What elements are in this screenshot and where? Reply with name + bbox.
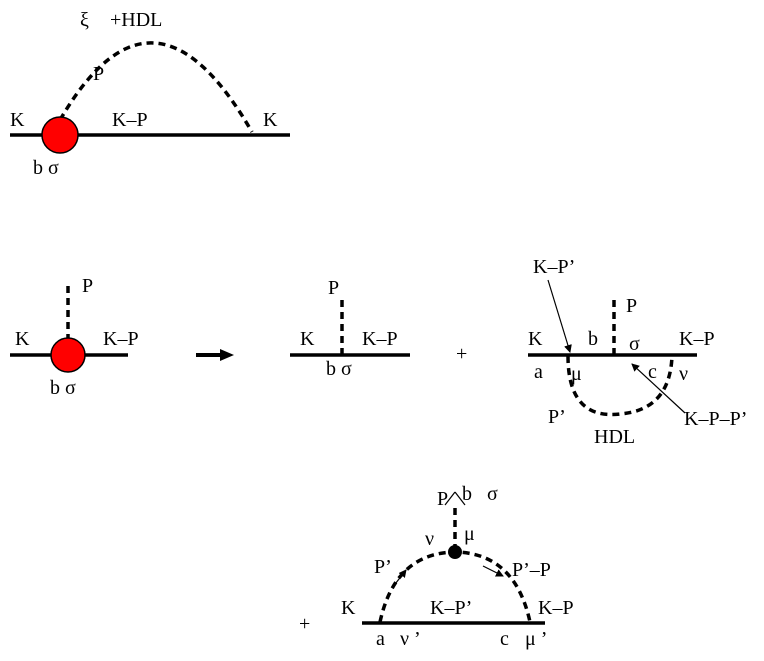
xi-label: ξ: [80, 9, 89, 31]
sigma-index-label: σ: [487, 483, 498, 505]
gluon-momentum-label: P: [328, 277, 339, 299]
three-gluon-vertex-dot: [448, 545, 462, 559]
gluon-momentum-label: P: [626, 295, 637, 317]
diagram-three-gluon-vertex: + P b σ ν μ P’ P’–P K K–P’ K–P a ν ’ c μ…: [299, 483, 574, 650]
color-index-b-label: b: [588, 328, 598, 350]
mu-prime-index-label: μ ’: [525, 628, 547, 650]
hdl-loop-arc: [566, 355, 674, 417]
mu-index-label: μ: [571, 363, 582, 385]
loop-momentum-label-top: K–P’: [533, 256, 575, 278]
diagram-loop-correction: K–P’ P K b σ K–P a μ c ν P’ HDL K–P–P’: [528, 256, 747, 448]
color-index-c-label: c: [500, 628, 509, 650]
loop-momentum-label-right: K–P–P’: [684, 408, 747, 430]
diagram-bare-vertex: P K K–P b σ: [290, 277, 410, 380]
hdl-label: +HDL: [110, 9, 162, 31]
momentum-arrow-top-right: [454, 491, 466, 506]
color-index-c-label: c: [648, 361, 657, 383]
sigma-index-label: σ: [629, 333, 640, 355]
diagram-self-energy: ξ +HDL P K K–P K b σ: [10, 9, 290, 179]
nu-index-label: ν: [425, 528, 434, 550]
color-index-a-label: a: [534, 361, 543, 383]
right-momentum-label: K: [263, 109, 278, 131]
right-momentum-label: K–P: [362, 328, 398, 350]
plus-sign: +: [456, 343, 467, 365]
right-momentum-label: K–P: [103, 328, 139, 350]
loop-gluon-momentum-label: P’: [374, 556, 392, 578]
momentum-arrow-left: [391, 569, 407, 589]
plus-sign: +: [299, 613, 310, 635]
left-momentum-label: K: [10, 109, 25, 131]
diagram-lhs-vertex: P K K–P b σ: [10, 275, 139, 399]
left-momentum-label: K: [15, 328, 30, 350]
right-momentum-label: K–P: [538, 597, 574, 619]
color-index-a-label: a: [376, 628, 385, 650]
left-momentum-label: K: [341, 597, 356, 619]
momentum-arrow-top: [547, 279, 572, 353]
vertex-index-label: b σ: [33, 157, 59, 179]
color-index-b-label: b: [462, 483, 472, 505]
gluon-loop-arc: [58, 41, 254, 133]
middle-momentum-label: K–P: [112, 109, 148, 131]
loop-gluon-momentum-label: P’: [548, 406, 566, 428]
gluon-momentum-label: P: [93, 63, 104, 85]
hdl-label: HDL: [594, 426, 635, 448]
vertex-index-label: b σ: [326, 358, 352, 380]
right-momentum-label: K–P: [679, 328, 715, 350]
vertex-index-label: b σ: [50, 377, 76, 399]
momentum-arrow-right: [482, 565, 504, 577]
momentum-arrow-top-left: [444, 491, 456, 506]
left-momentum-label: K: [300, 328, 315, 350]
nu-index-label: ν: [679, 363, 688, 385]
arrow-head: [220, 349, 234, 361]
resummed-vertex-blob: [41, 116, 79, 154]
mu-index-label: μ: [464, 523, 475, 545]
left-momentum-label: K: [528, 328, 543, 350]
middle-momentum-label: K–P’: [430, 597, 472, 619]
external-gluon-momentum-label: P: [437, 488, 448, 510]
loop-gluon-momentum-difference-label: P’–P: [512, 559, 551, 581]
resummed-vertex-blob: [50, 337, 86, 373]
equals-arrow: [196, 349, 234, 361]
momentum-arrow-right: [631, 363, 686, 414]
nu-prime-index-label: ν ’: [400, 628, 421, 650]
gluon-momentum-label: P: [82, 275, 93, 297]
